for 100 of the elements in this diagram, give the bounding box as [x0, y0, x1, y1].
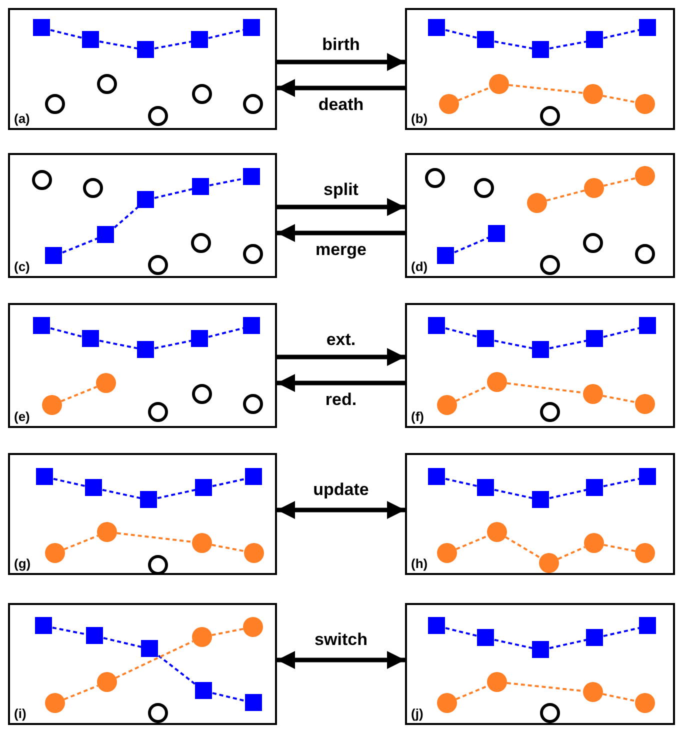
hollow-circle-marker — [540, 254, 560, 274]
square-marker — [137, 191, 154, 208]
panel-frame — [405, 453, 675, 575]
square-marker — [192, 178, 209, 195]
dashed-connector — [208, 327, 244, 338]
dashed-connector — [114, 206, 138, 228]
hollow-circle-marker — [582, 232, 602, 252]
dashed-connector — [445, 478, 478, 488]
square-marker — [82, 330, 99, 347]
square-marker — [428, 317, 445, 334]
square-marker — [36, 468, 53, 485]
dashed-connector — [603, 626, 640, 638]
square-marker — [97, 226, 114, 243]
dashed-connector — [445, 627, 478, 637]
panel-frame — [405, 603, 675, 725]
square-marker — [245, 468, 262, 485]
arrow — [277, 198, 405, 216]
square-marker — [488, 225, 505, 242]
filled-circle-marker — [634, 394, 654, 414]
panel-label: (f) — [411, 410, 424, 424]
dashed-connector — [549, 638, 587, 650]
filled-circle-marker — [538, 552, 558, 572]
square-marker — [137, 341, 154, 358]
panel-frame — [8, 8, 277, 130]
dashed-connector — [602, 394, 636, 404]
square-marker — [141, 640, 158, 657]
dashed-connector — [99, 40, 138, 50]
square-marker — [428, 617, 445, 634]
dashed-connector — [508, 84, 584, 94]
square-marker — [477, 629, 494, 646]
hollow-circle-marker — [190, 232, 210, 252]
dashed-connector — [456, 385, 488, 402]
filled-circle-marker — [44, 542, 64, 562]
square-marker — [195, 479, 212, 496]
dashed-connector — [64, 534, 98, 550]
panel-frame — [405, 303, 675, 428]
panel-label: (h) — [411, 557, 428, 571]
hollow-circle-marker — [242, 244, 262, 264]
square-marker — [532, 641, 549, 658]
square-marker — [428, 468, 445, 485]
filled-circle-marker — [438, 94, 458, 114]
dashed-connector — [50, 29, 83, 39]
arrow — [277, 79, 405, 97]
dashed-connector — [494, 638, 533, 650]
edge-label: split — [322, 181, 360, 199]
square-marker — [639, 617, 656, 634]
square-marker — [477, 479, 494, 496]
filled-circle-marker — [44, 692, 64, 712]
double-arrow — [277, 651, 405, 669]
square-marker — [245, 694, 262, 711]
panel-label: (i) — [14, 707, 26, 721]
hollow-circle-marker — [634, 244, 654, 264]
dashed-connector — [506, 682, 584, 692]
arrow — [277, 374, 405, 392]
dashed-connector — [456, 534, 488, 550]
filled-circle-marker — [486, 522, 506, 542]
square-marker — [532, 41, 549, 58]
square-marker — [639, 468, 656, 485]
filled-circle-marker — [488, 74, 508, 94]
panel-frame — [405, 153, 675, 278]
dashed-connector — [64, 684, 98, 700]
filled-circle-marker — [244, 542, 264, 562]
hollow-circle-marker — [242, 394, 262, 414]
square-marker — [45, 247, 62, 264]
edge-label: update — [311, 481, 371, 499]
square-marker — [243, 19, 260, 36]
square-marker — [35, 617, 52, 634]
dashed-connector — [454, 236, 489, 254]
filled-circle-marker — [582, 384, 602, 404]
dashed-connector — [505, 536, 541, 559]
filled-circle-marker — [96, 522, 116, 542]
panel-label: (d) — [411, 260, 428, 274]
dashed-connector — [445, 327, 478, 338]
dashed-connector — [604, 544, 636, 552]
square-marker — [137, 41, 154, 58]
panel-label: (g) — [14, 557, 31, 571]
filled-circle-marker — [634, 166, 654, 186]
hollow-circle-marker — [148, 402, 168, 422]
dashed-connector — [506, 382, 584, 394]
dashed-connector — [53, 478, 86, 488]
arrow — [277, 348, 405, 366]
hollow-circle-marker — [242, 94, 262, 114]
dashed-connector — [154, 40, 192, 50]
dashed-connector — [212, 478, 246, 488]
double-arrow — [277, 501, 405, 519]
dashed-connector — [494, 488, 533, 500]
filled-circle-marker — [96, 372, 116, 392]
dashed-connector — [603, 478, 640, 488]
hollow-circle-marker — [32, 170, 52, 190]
dashed-connector — [209, 178, 244, 186]
square-marker — [86, 627, 103, 644]
filled-circle-marker — [436, 394, 456, 414]
dashed-connector — [603, 327, 640, 338]
dashed-connector — [445, 29, 478, 39]
dashed-connector — [157, 488, 196, 500]
square-marker — [477, 31, 494, 48]
dashed-connector — [208, 28, 244, 40]
panel-frame — [8, 153, 277, 278]
square-marker — [85, 479, 102, 496]
filled-circle-marker — [192, 626, 212, 646]
